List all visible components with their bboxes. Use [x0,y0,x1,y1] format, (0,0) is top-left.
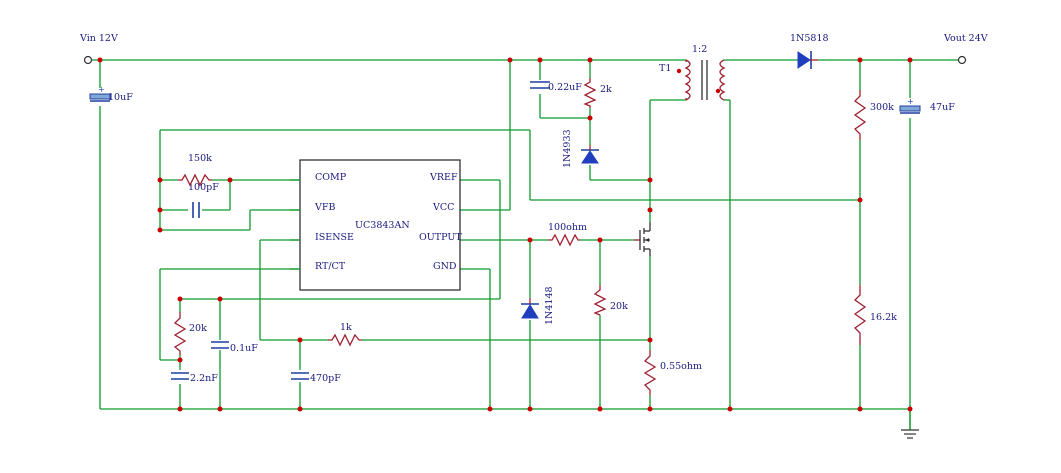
pin-vfb: VFB [314,202,335,213]
resistor-fb-bot [853,285,867,345]
ground-icon [901,429,919,439]
capacitor-snubber [530,81,550,89]
pin-vref: VREF [429,172,458,183]
pin-comp: COMP [315,172,347,183]
r-t-label: 20k [189,323,207,334]
d-gate-label: 1N4148 [544,286,555,325]
wires [90,59,958,430]
ic-uc3843an [290,159,461,291]
resistor-fb-top [853,90,867,140]
resistor-isense [328,333,362,347]
capacitor-timing [171,372,189,380]
c-t-label: 2.2nF [190,373,218,384]
vout-label: Vout 24V [943,33,988,44]
svg-text:+: + [907,97,914,106]
r-fb-bot-label: 16.2k [870,312,897,323]
d-out-label: 1N5818 [790,33,829,44]
xfmr-name-label: T1 [659,63,671,74]
mosfet [634,222,651,256]
xfmr-ratio-label: 1:2 [692,44,707,55]
pin-output: OUTPUT [419,232,462,243]
capacitor-comp [192,202,200,218]
diode-gate [521,298,539,319]
diode-snubber [581,145,599,164]
pin-isense: ISENSE [315,232,354,243]
c-vref-label: 0.1uF [230,343,258,354]
pin-gnd: GND [433,261,457,272]
pin-vcc: VCC [432,202,454,213]
svg-text:+: + [98,85,105,94]
c-isense-label: 470pF [310,373,341,384]
r-gate-pd-label: 20k [610,301,628,312]
diode-output [797,51,818,69]
resistor-gate [548,233,580,247]
c-snub-label: 0.22uF [548,82,582,93]
r-isense-label: 1k [340,322,352,333]
capacitor-cout: + [899,97,921,114]
r-sense-label: 0.55ohm [660,361,702,372]
r-snub-label: 2k [600,84,612,95]
resistor-timing [173,312,187,355]
r-comp-label: 150k [188,153,212,164]
vin-label: Vin 12V [79,33,118,44]
cin-label: 10uF [108,92,133,103]
resistor-sense [643,350,657,395]
d-snub-label: 1N4933 [562,129,573,168]
ic-name: UC3843AN [355,220,410,231]
capacitor-vref [211,341,229,349]
cout-label: 47uF [930,102,955,113]
vout-terminal[interactable] [957,55,967,65]
r-gate-label: 100ohm [548,222,587,233]
pin-rtct: RT/CT [315,261,346,272]
resistor-comp [178,173,212,187]
transformer [676,59,726,101]
c-comp-label: 100pF [188,182,219,193]
r-fb-top-label: 300k [870,102,894,113]
capacitor-cin: + [89,85,111,102]
vin-terminal[interactable] [83,55,93,65]
capacitor-isense [291,372,309,380]
resistor-snubber [583,78,597,108]
resistor-gate-pd [593,285,607,316]
junction-dots [97,57,913,412]
